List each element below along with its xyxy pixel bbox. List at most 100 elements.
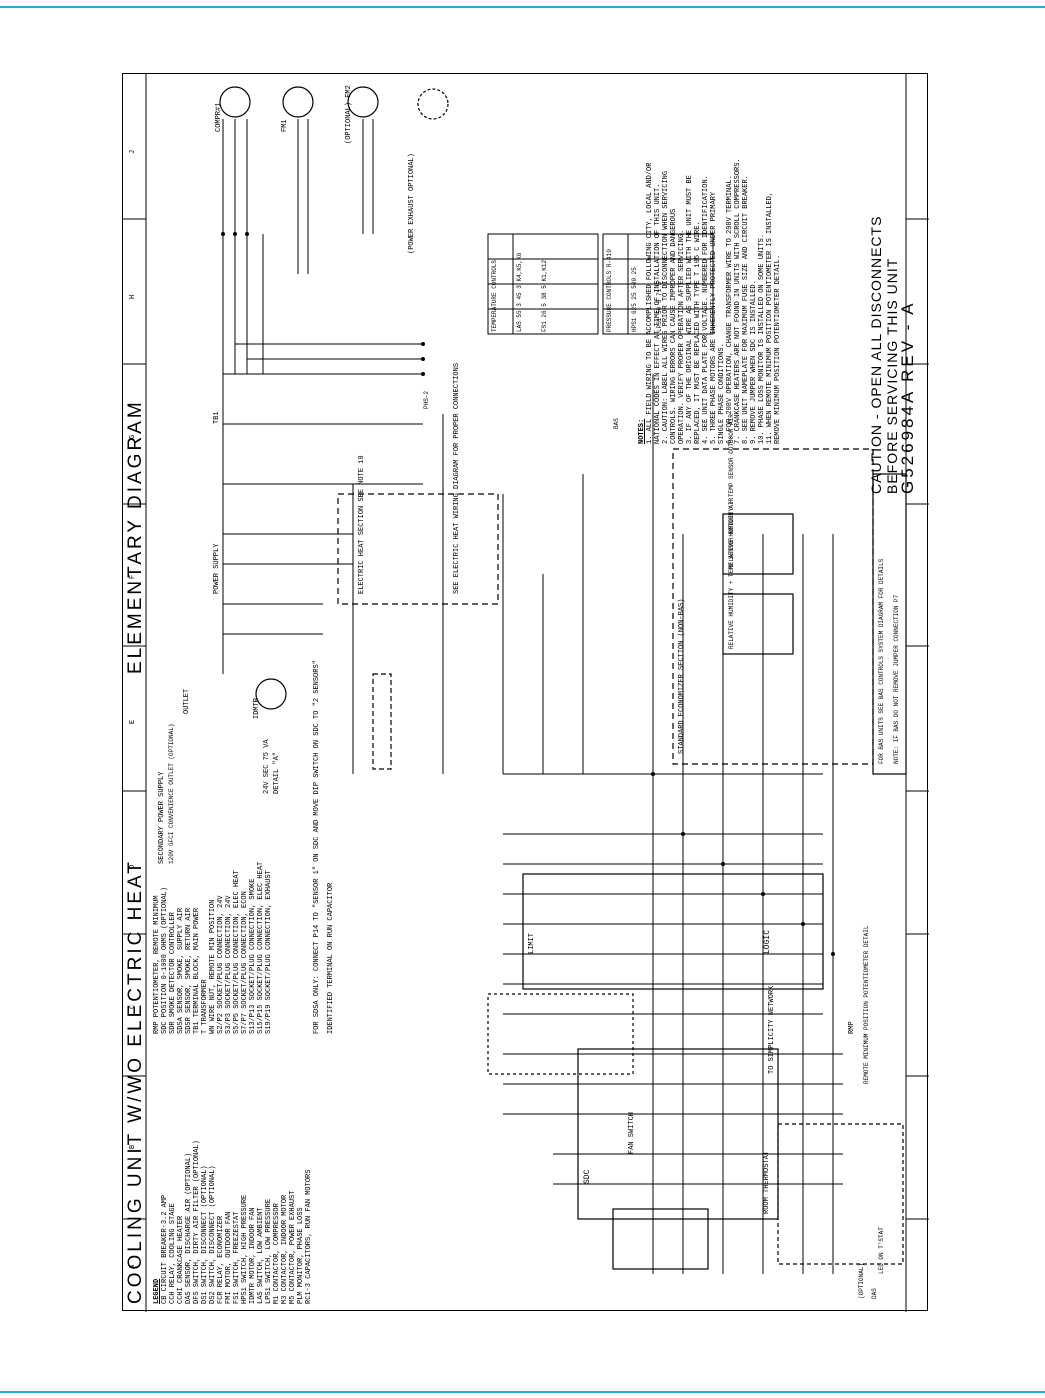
diagram-title: COOLING UNIT W/WO ELECTRIC HEAT — [125, 859, 146, 1304]
note-line: REPLACED, IT MUST BE REPLACED WITH TYPE … — [694, 221, 702, 444]
table-cell: 3 — [516, 285, 523, 289]
secondary-power-label: SECONDARY POWER SUPPLY — [158, 771, 166, 864]
legend-item: DFS SWITCH, DIRTY AIR FILTER (OPTIONAL) — [193, 1140, 201, 1304]
legend-item: CCHI CRANKCASE HEATER — [177, 1215, 185, 1304]
idmtr-label: IDMTR — [253, 697, 261, 719]
bas-note-2-label: NOTE: IF BAS DO NOT REMOVE JUMPER CONNEC… — [893, 594, 900, 764]
legend-item: S19/P19 SOCKET/PLUG CONNECTION, EXHAUST — [265, 870, 273, 1034]
legend-item: S3/P3 SOCKET/PLUG CONNECTION, 24V — [225, 895, 233, 1034]
note-line: 2. CAUTION: LABEL ALL WIRES PRIOR TO DIS… — [662, 170, 670, 444]
note-line: 7. CRANKCASE HEATERS ARE NOT FOUND IN UN… — [734, 158, 742, 444]
grid-letter: A — [129, 1264, 137, 1269]
note-line: 8. SEE UNIT NAMEPLATE FOR MAXIMUM FUSE S… — [742, 175, 750, 444]
led-label: LED ON T'STAT — [878, 1227, 885, 1274]
diagram-sheet: COOLING UNIT W/WO ELECTRIC HEAT ELEMENTA… — [122, 73, 929, 1312]
legend-item: S7/P7 SOCKET/PLUG CONNECTION, ECON — [241, 891, 249, 1034]
legend-item: M3 CONTACTOR, INDOOR MOTOR — [281, 1194, 289, 1304]
bottom-rule — [0, 1391, 1045, 1393]
note-line: 4. SEE UNIT DATA PLATE FOR VOLTAGE. NUMB… — [702, 175, 710, 444]
optional-label: (OPTIONAL) — [858, 1262, 865, 1299]
grid-letter: E — [129, 719, 137, 724]
legend-item: FS1 SWITCH, FREEZESTAT — [233, 1211, 241, 1304]
pressure-table-title: PRESSURE CONTROLS R-410 — [606, 249, 613, 332]
table-cell: K4,K5,K6 — [516, 252, 523, 282]
table-cell: 625 — [631, 303, 638, 314]
temp-row-las: LAS 55 3 45 3 K4,K5,K6 — [516, 253, 523, 332]
caution-line: CAUTION - OPEN ALL DISCONNECTS — [868, 215, 884, 494]
drawing-number: G526984A REV - A — [898, 300, 917, 494]
legend-item: CB CIRCUIT BREAKER-3.2 AMP — [161, 1194, 169, 1304]
legend-item: SDC POSITION 0-1000 OHMS (OPTIONAL) — [161, 886, 169, 1034]
table-cell: 5 — [656, 281, 663, 286]
transformer-label: 24V SEC 75 VA — [263, 739, 271, 794]
table-cell: 25 — [631, 267, 638, 275]
legend-item: SDR SMOKE DETECTOR CONTROLLER — [169, 912, 177, 1034]
bas-label: BAS — [613, 418, 620, 429]
sdc-label: SDC — [583, 1169, 592, 1184]
grid-letter: J — [129, 149, 137, 154]
grid-letter: G — [129, 434, 137, 439]
table-cell: LAS — [516, 321, 523, 332]
return-air-label: RELATIVE HUMIDITY + TEMP SENSOR RETURN A… — [728, 497, 735, 649]
table-cell: 25 — [631, 292, 638, 300]
legend-item: LAS SWITCH, LOW AMBIENT — [257, 1207, 265, 1304]
limit-label: LIMIT — [528, 932, 536, 954]
legend-item: T TRANSFORMER — [201, 979, 209, 1034]
legend-item: M1 CONTACTOR, COMPRESSOR — [273, 1203, 281, 1304]
rmp-label: RMP — [848, 1021, 856, 1034]
legend-item: M5 CONTACTOR, POWER EXHAUST — [289, 1190, 297, 1304]
pressure-row-hps1: HPS1 625 25 500 25 — [631, 267, 638, 332]
legend-item: DAS SENSOR, DISCHARGE AIR (OPTIONAL) — [185, 1152, 193, 1304]
legend-title: LEGEND — [153, 1278, 161, 1304]
fan-motor-label: FM1 — [281, 119, 289, 132]
power-exhaust-label: (POWER EXHAUST OPTIONAL) — [408, 153, 416, 254]
pressure-title: PRESSURE CONTROLS — [606, 270, 613, 332]
legend-item: WN WIRE NUT, REMOTE MIN POSITION — [209, 899, 217, 1034]
room-thermostat-label: ROOM THERMOSTAT — [763, 1150, 771, 1214]
legend-item: DS2 SWITCH, DISCONNECT (OPTIONAL) — [209, 1165, 217, 1304]
legend-item: PLM MONITOR, PHASE LOSS — [297, 1207, 305, 1304]
table-cell: 50 — [656, 306, 663, 314]
grid-letter: B — [129, 1144, 137, 1149]
elec-heat-label: ELECTRIC HEAT SECTION SEE NOTE 10 — [358, 455, 366, 594]
legend-item: TB1 TERMINAL BLOCK, MAIN POWER — [193, 907, 201, 1034]
legend-block: LEGEND CB CIRCUIT BREAKER-3.2 AMP CCH RE… — [153, 1140, 313, 1304]
legend-item: HPS1 SWITCH, HIGH PRESSURE — [241, 1194, 249, 1304]
compressor-label: COMPR#1 — [215, 102, 223, 132]
legend-item: RC1-3 CAPACITORS, RUN FAN MOTORS — [305, 1169, 313, 1304]
identified-note: IDENTIFIED TERMINAL ON RUN CAPACITOR — [327, 882, 335, 1034]
table-cell: 5 — [541, 303, 548, 307]
note-line: OPERATION. VERIFY PROPER OPERATION AFTER… — [678, 229, 686, 444]
legend-item: S13/P13 SOCKET/PLUG CONNECTION, SMOKE — [249, 878, 257, 1034]
pressure-subtitle: R-410 — [606, 249, 613, 268]
table-cell: FS1 — [541, 321, 548, 332]
legend-item: FMI MOTOR, OUTDOOR FAN — [225, 1211, 233, 1304]
legend-item: RMP POTENTIOMETER, REMOTE MINIMUM — [153, 895, 161, 1034]
das-label: DAS — [871, 1288, 878, 1299]
bas-note-label: FOR BAS UNITS SEE BAS CONTROLS SYSTEM DI… — [878, 558, 885, 764]
grid-letter: D — [129, 864, 137, 869]
table-cell: 3 — [516, 303, 523, 307]
sdc-note: FOR SDSA ONLY: CONNECT P14 TO "SENSOR 1"… — [313, 660, 321, 1034]
grid-letter: C — [129, 1004, 137, 1009]
pressure-row-lps1: LPS1 50 5 71 5 — [656, 282, 663, 332]
legend-item: IDMTR MOTOR, INDOOR FAN — [249, 1207, 257, 1304]
legend-item: S15/P15 SOCKET/PLUG CONNECTION, ELEC HEA… — [257, 861, 265, 1034]
legend-item: SDSR SENSOR, SMOKE, RETURN AIR — [185, 907, 193, 1034]
table-cell: LPS1 — [656, 317, 663, 332]
note-line: 10. PHASE LOSS MONITOR IS INSTALLED ON S… — [758, 233, 766, 444]
fan-switch-label: FAN SWITCH — [628, 1111, 636, 1154]
remote-min-label: REMOTE MINIMUM POSITION POTENTIOMETER DE… — [863, 925, 870, 1084]
logic-label: LOGIC — [763, 929, 772, 954]
economizer-label: STANDARD ECONOMIZER SECTION (NON-BAS) — [678, 598, 686, 754]
table-cell: 500 — [631, 277, 638, 289]
legend-item: DS1 SWITCH, DISCONNECT (OPTIONAL) — [201, 1165, 209, 1304]
table-cell: 38 — [541, 292, 548, 300]
power-supply-label: POWER SUPPLY — [213, 543, 221, 594]
note-line: 3. IF ANY OF THE ORIGINAL WIRE AS SUPPLI… — [686, 175, 694, 444]
note-line: 1. ALL FIELD WIRING TO BE ACCOMPLISHED F… — [646, 162, 654, 444]
temp-row-fs1: FS1 26 5 38 5 K1,K12 — [541, 260, 548, 332]
note-line: SINGLE PHASE CONDITIONS. — [718, 343, 726, 444]
legend-item: FCR RELAY, ECONOMIZER — [217, 1215, 225, 1304]
note-line: CONTROLS. WIRING ERRORS CAN CAUSE IMPROP… — [670, 208, 678, 444]
